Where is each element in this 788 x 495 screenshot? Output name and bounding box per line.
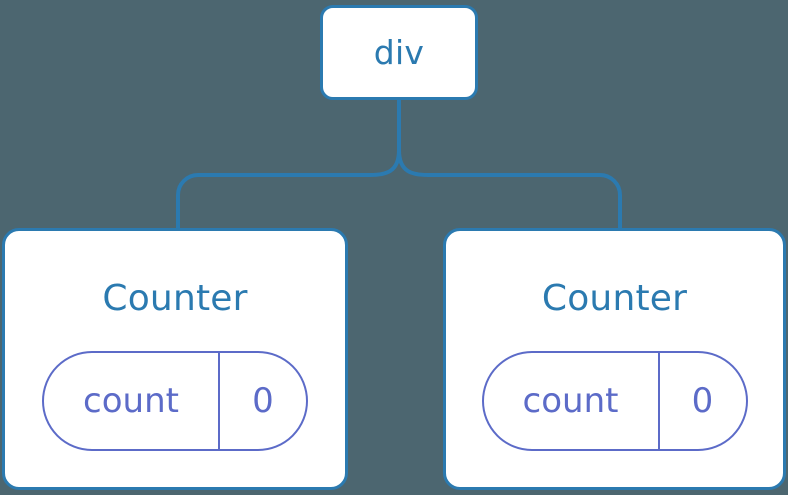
state-pill-left[interactable]: count 0	[42, 351, 308, 451]
state-pill-left-value-cell: 0	[220, 353, 306, 449]
state-pill-right[interactable]: count 0	[481, 351, 748, 451]
state-pill-left-key-cell: count	[44, 353, 220, 449]
node-counter-right-title: Counter	[541, 278, 688, 319]
state-pill-right-value: 0	[691, 381, 714, 421]
state-pill-right-value-cell: 0	[660, 353, 746, 449]
node-counter-left[interactable]: Counter count 0	[2, 228, 348, 490]
node-counter-right[interactable]: Counter count 0	[443, 228, 786, 490]
state-pill-left-key: count	[83, 381, 179, 421]
state-pill-right-key: count	[522, 381, 619, 421]
state-pill-right-key-cell: count	[484, 353, 660, 449]
node-root-label: div	[373, 33, 425, 72]
node-counter-left-title: Counter	[102, 278, 248, 319]
state-pill-left-value: 0	[252, 381, 274, 421]
node-root-div[interactable]: div	[320, 5, 478, 100]
connector-branch-left	[176, 149, 401, 232]
connector-branch-right	[397, 149, 622, 232]
